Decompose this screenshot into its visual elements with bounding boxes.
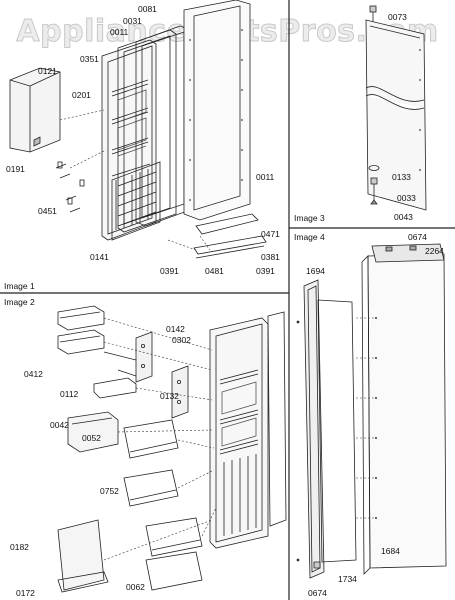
part-label-0141: 0141 bbox=[90, 252, 109, 262]
part-label-0011-top: 0011 bbox=[110, 27, 129, 37]
part-label-0112: 0112 bbox=[60, 389, 79, 399]
lower-liner-0141 bbox=[111, 161, 161, 241]
image1-group bbox=[9, 0, 267, 259]
outer-door-0011 bbox=[183, 0, 251, 221]
part-label-0133: 0133 bbox=[392, 172, 411, 182]
image2-group bbox=[57, 305, 287, 593]
part-label-0351: 0351 bbox=[80, 54, 99, 64]
shelf-0052 bbox=[123, 419, 179, 459]
trim-0471 bbox=[195, 213, 259, 235]
bin-0172 bbox=[57, 519, 109, 593]
section-label-image4: Image 4 bbox=[294, 232, 325, 242]
part-label-0481: 0481 bbox=[205, 266, 224, 276]
shelf-0062 bbox=[145, 517, 203, 591]
bottom-hinge-0381 bbox=[193, 235, 267, 259]
part-label-0182: 0182 bbox=[10, 542, 29, 552]
section-label-image2: Image 2 bbox=[4, 297, 35, 307]
hinge-screw-0073 bbox=[369, 5, 377, 22]
part-label-0752: 0752 bbox=[100, 486, 119, 496]
part-label-2264: 2264 bbox=[425, 246, 444, 256]
part-label-0381: 0381 bbox=[261, 252, 280, 262]
door-liner-image2 bbox=[209, 317, 269, 549]
part-label-1734: 1734 bbox=[338, 574, 357, 584]
part-label-0142: 0142 bbox=[166, 324, 185, 334]
bins-0412 bbox=[57, 305, 105, 355]
part-label-0412: 0412 bbox=[24, 369, 43, 379]
screws-0451 bbox=[55, 161, 85, 213]
bin-0112 bbox=[93, 377, 137, 399]
outer-frame-image2 bbox=[267, 311, 287, 527]
part-label-0043: 0043 bbox=[394, 212, 413, 222]
lower-hinge bbox=[368, 165, 380, 205]
part-label-1694: 1694 bbox=[306, 266, 325, 276]
bracket-0142 bbox=[103, 331, 153, 383]
top-cap-2264 bbox=[371, 243, 445, 263]
part-label-0073: 0073 bbox=[388, 12, 407, 22]
part-label-0033: 0033 bbox=[397, 193, 416, 203]
part-label-0391-right: 0391 bbox=[256, 266, 275, 276]
bin-0042 bbox=[67, 411, 119, 453]
section-label-image1: Image 1 bbox=[4, 281, 35, 291]
part-label-0042: 0042 bbox=[50, 420, 69, 430]
part-label-0172: 0172 bbox=[16, 588, 35, 598]
image4-group bbox=[296, 243, 447, 579]
part-label-0302: 0302 bbox=[172, 335, 191, 345]
part-label-0121: 0121 bbox=[38, 66, 57, 76]
shelf-0752 bbox=[123, 469, 179, 507]
part-label-0471: 0471 bbox=[261, 229, 280, 239]
part-label-0191: 0191 bbox=[6, 164, 25, 174]
bracket-0132 bbox=[171, 365, 189, 419]
part-label-0081: 0081 bbox=[138, 4, 157, 14]
part-label-0132: 0132 bbox=[160, 391, 179, 401]
image3-group bbox=[365, 5, 427, 211]
part-label-0674-top: 0674 bbox=[408, 232, 427, 242]
section-label-image3: Image 3 bbox=[294, 213, 325, 223]
part-label-0052: 0052 bbox=[82, 433, 101, 443]
part-label-1684: 1684 bbox=[381, 546, 400, 556]
part-label-0674-bottom: 0674 bbox=[308, 588, 327, 598]
part-label-0062: 0062 bbox=[126, 582, 145, 592]
handle-1694 bbox=[303, 279, 357, 579]
part-label-0031: 0031 bbox=[123, 16, 142, 26]
part-label-0201: 0201 bbox=[72, 90, 91, 100]
part-label-0391-left: 0391 bbox=[160, 266, 179, 276]
top-cover-0121 bbox=[9, 67, 61, 153]
door-liner-0201 bbox=[101, 39, 157, 241]
part-label-0011-side: 0011 bbox=[256, 172, 275, 182]
part-label-0451: 0451 bbox=[38, 206, 57, 216]
